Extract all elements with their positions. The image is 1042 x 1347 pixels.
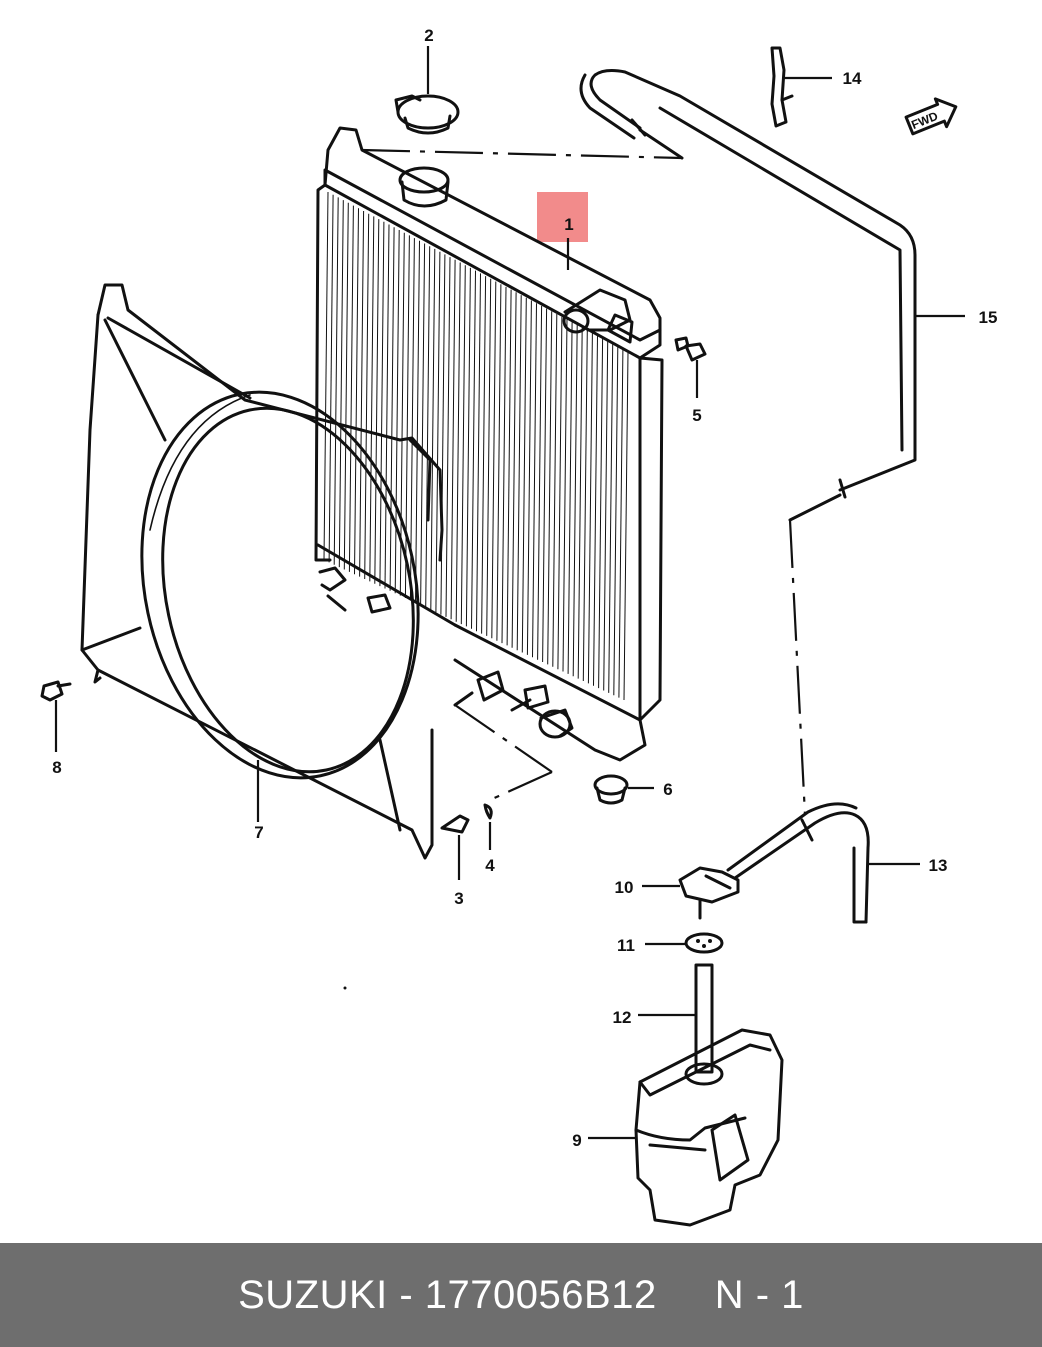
fan-shroud[interactable] (80, 283, 453, 860)
radiator-fin (450, 259, 456, 620)
radiator-fin (384, 224, 390, 589)
radiator-fin (582, 330, 588, 682)
label-part-14: 14 (843, 69, 862, 88)
radiator-fin (374, 219, 380, 584)
label-part-8: 8 (52, 758, 61, 777)
radiator-fin (338, 200, 344, 568)
radiator-fin (409, 238, 415, 601)
radiator-fin (465, 267, 471, 627)
radiator-fin (369, 216, 375, 582)
radiator-fin (572, 324, 578, 677)
radiator-fin (496, 284, 502, 641)
label-part-10: 10 (615, 878, 634, 897)
radiator-fin (598, 338, 604, 689)
bolt-5[interactable] (674, 336, 707, 362)
radiator-fin (491, 281, 497, 639)
label-part-1: 1 (564, 215, 573, 234)
radiator-fin (547, 311, 553, 665)
drain-plug[interactable] (593, 774, 629, 805)
radiator-fin (613, 346, 619, 696)
radiator-fin (333, 197, 339, 565)
radiator-fin (501, 286, 507, 644)
radiator-fin (364, 213, 370, 580)
radiator-fin (537, 305, 543, 660)
radiator-fin (471, 270, 476, 629)
radiator-fin (435, 251, 441, 613)
radiator-fin (623, 351, 629, 701)
label-part-6: 6 (663, 780, 672, 799)
clip-4[interactable] (483, 803, 493, 820)
reservoir-pipe[interactable] (694, 963, 714, 1074)
parts-diagram: FWD (40, 26, 998, 1227)
radiator-fin (577, 327, 583, 679)
fwd-arrow-icon: FWD (904, 97, 958, 136)
radiator-fin (608, 343, 614, 693)
radiator-fin (460, 265, 466, 625)
radiator-fin (562, 319, 568, 672)
radiator-fin (476, 273, 481, 632)
part-1-highlight (537, 192, 588, 242)
radiator-fin (593, 335, 598, 686)
radiator-fin (389, 227, 395, 591)
label-part-15: 15 (979, 308, 998, 327)
label-part-9: 9 (572, 1131, 581, 1150)
radiator-fin (415, 240, 420, 603)
radiator-fin (506, 289, 512, 646)
reservoir-hose[interactable] (726, 802, 870, 924)
label-part-2: 2 (424, 26, 433, 45)
radiator-fin (516, 295, 522, 651)
reservoir-cap[interactable] (678, 866, 740, 920)
label-part-3: 3 (454, 889, 463, 908)
radiator-fin (354, 208, 359, 575)
radiator-fin (521, 297, 527, 653)
label-part-7: 7 (254, 823, 263, 842)
radiator-fin (455, 262, 461, 622)
label-part-4: 4 (485, 856, 495, 875)
radiator-fin (348, 205, 354, 572)
radiator-fin (430, 248, 436, 610)
radiator-fin (328, 194, 334, 563)
radiator-fin (425, 246, 431, 608)
reservoir-tank[interactable] (634, 1028, 784, 1227)
radiator-fin (526, 300, 532, 655)
radiator-fin (420, 243, 426, 606)
radiator[interactable] (314, 126, 664, 762)
radiator-fin (440, 254, 446, 615)
label-part-13: 13 (929, 856, 948, 875)
radiator-fin (532, 303, 537, 658)
radiator-fin (567, 322, 573, 674)
radiator-exploded-view: FWD (40, 26, 998, 1227)
bolt-8[interactable] (40, 680, 72, 702)
radiator-fin (587, 332, 593, 684)
part-number-caption: SUZUKI - 1770056B12 N - 1 (238, 1272, 804, 1317)
radiator-fin (379, 221, 385, 587)
overflow-hose[interactable] (579, 69, 917, 499)
radiator-cap[interactable] (394, 94, 460, 135)
footer-bar: SUZUKI - 1770056B12 N - 1 (0, 1243, 1042, 1347)
radiator-fin (323, 191, 329, 561)
radiator-fin (511, 292, 517, 648)
radiator-fin (486, 278, 492, 636)
radiator-fin (343, 202, 349, 570)
radiator-fin (603, 341, 609, 691)
radiator-fin (557, 316, 563, 670)
radiator-fin (552, 313, 558, 667)
hose-clip[interactable] (770, 46, 794, 128)
radiator-fin (359, 210, 365, 577)
radiator-fin (542, 308, 548, 663)
screw-3[interactable] (440, 814, 470, 834)
radiator-fin (445, 257, 451, 617)
radiator-fin (618, 349, 624, 698)
radiator-fin (399, 232, 405, 596)
label-part-12: 12 (613, 1008, 632, 1027)
gasket[interactable] (684, 932, 724, 954)
label-part-11: 11 (617, 936, 635, 955)
radiator-fin (481, 276, 487, 634)
radiator-fin (394, 229, 400, 594)
label-part-5: 5 (692, 406, 701, 425)
